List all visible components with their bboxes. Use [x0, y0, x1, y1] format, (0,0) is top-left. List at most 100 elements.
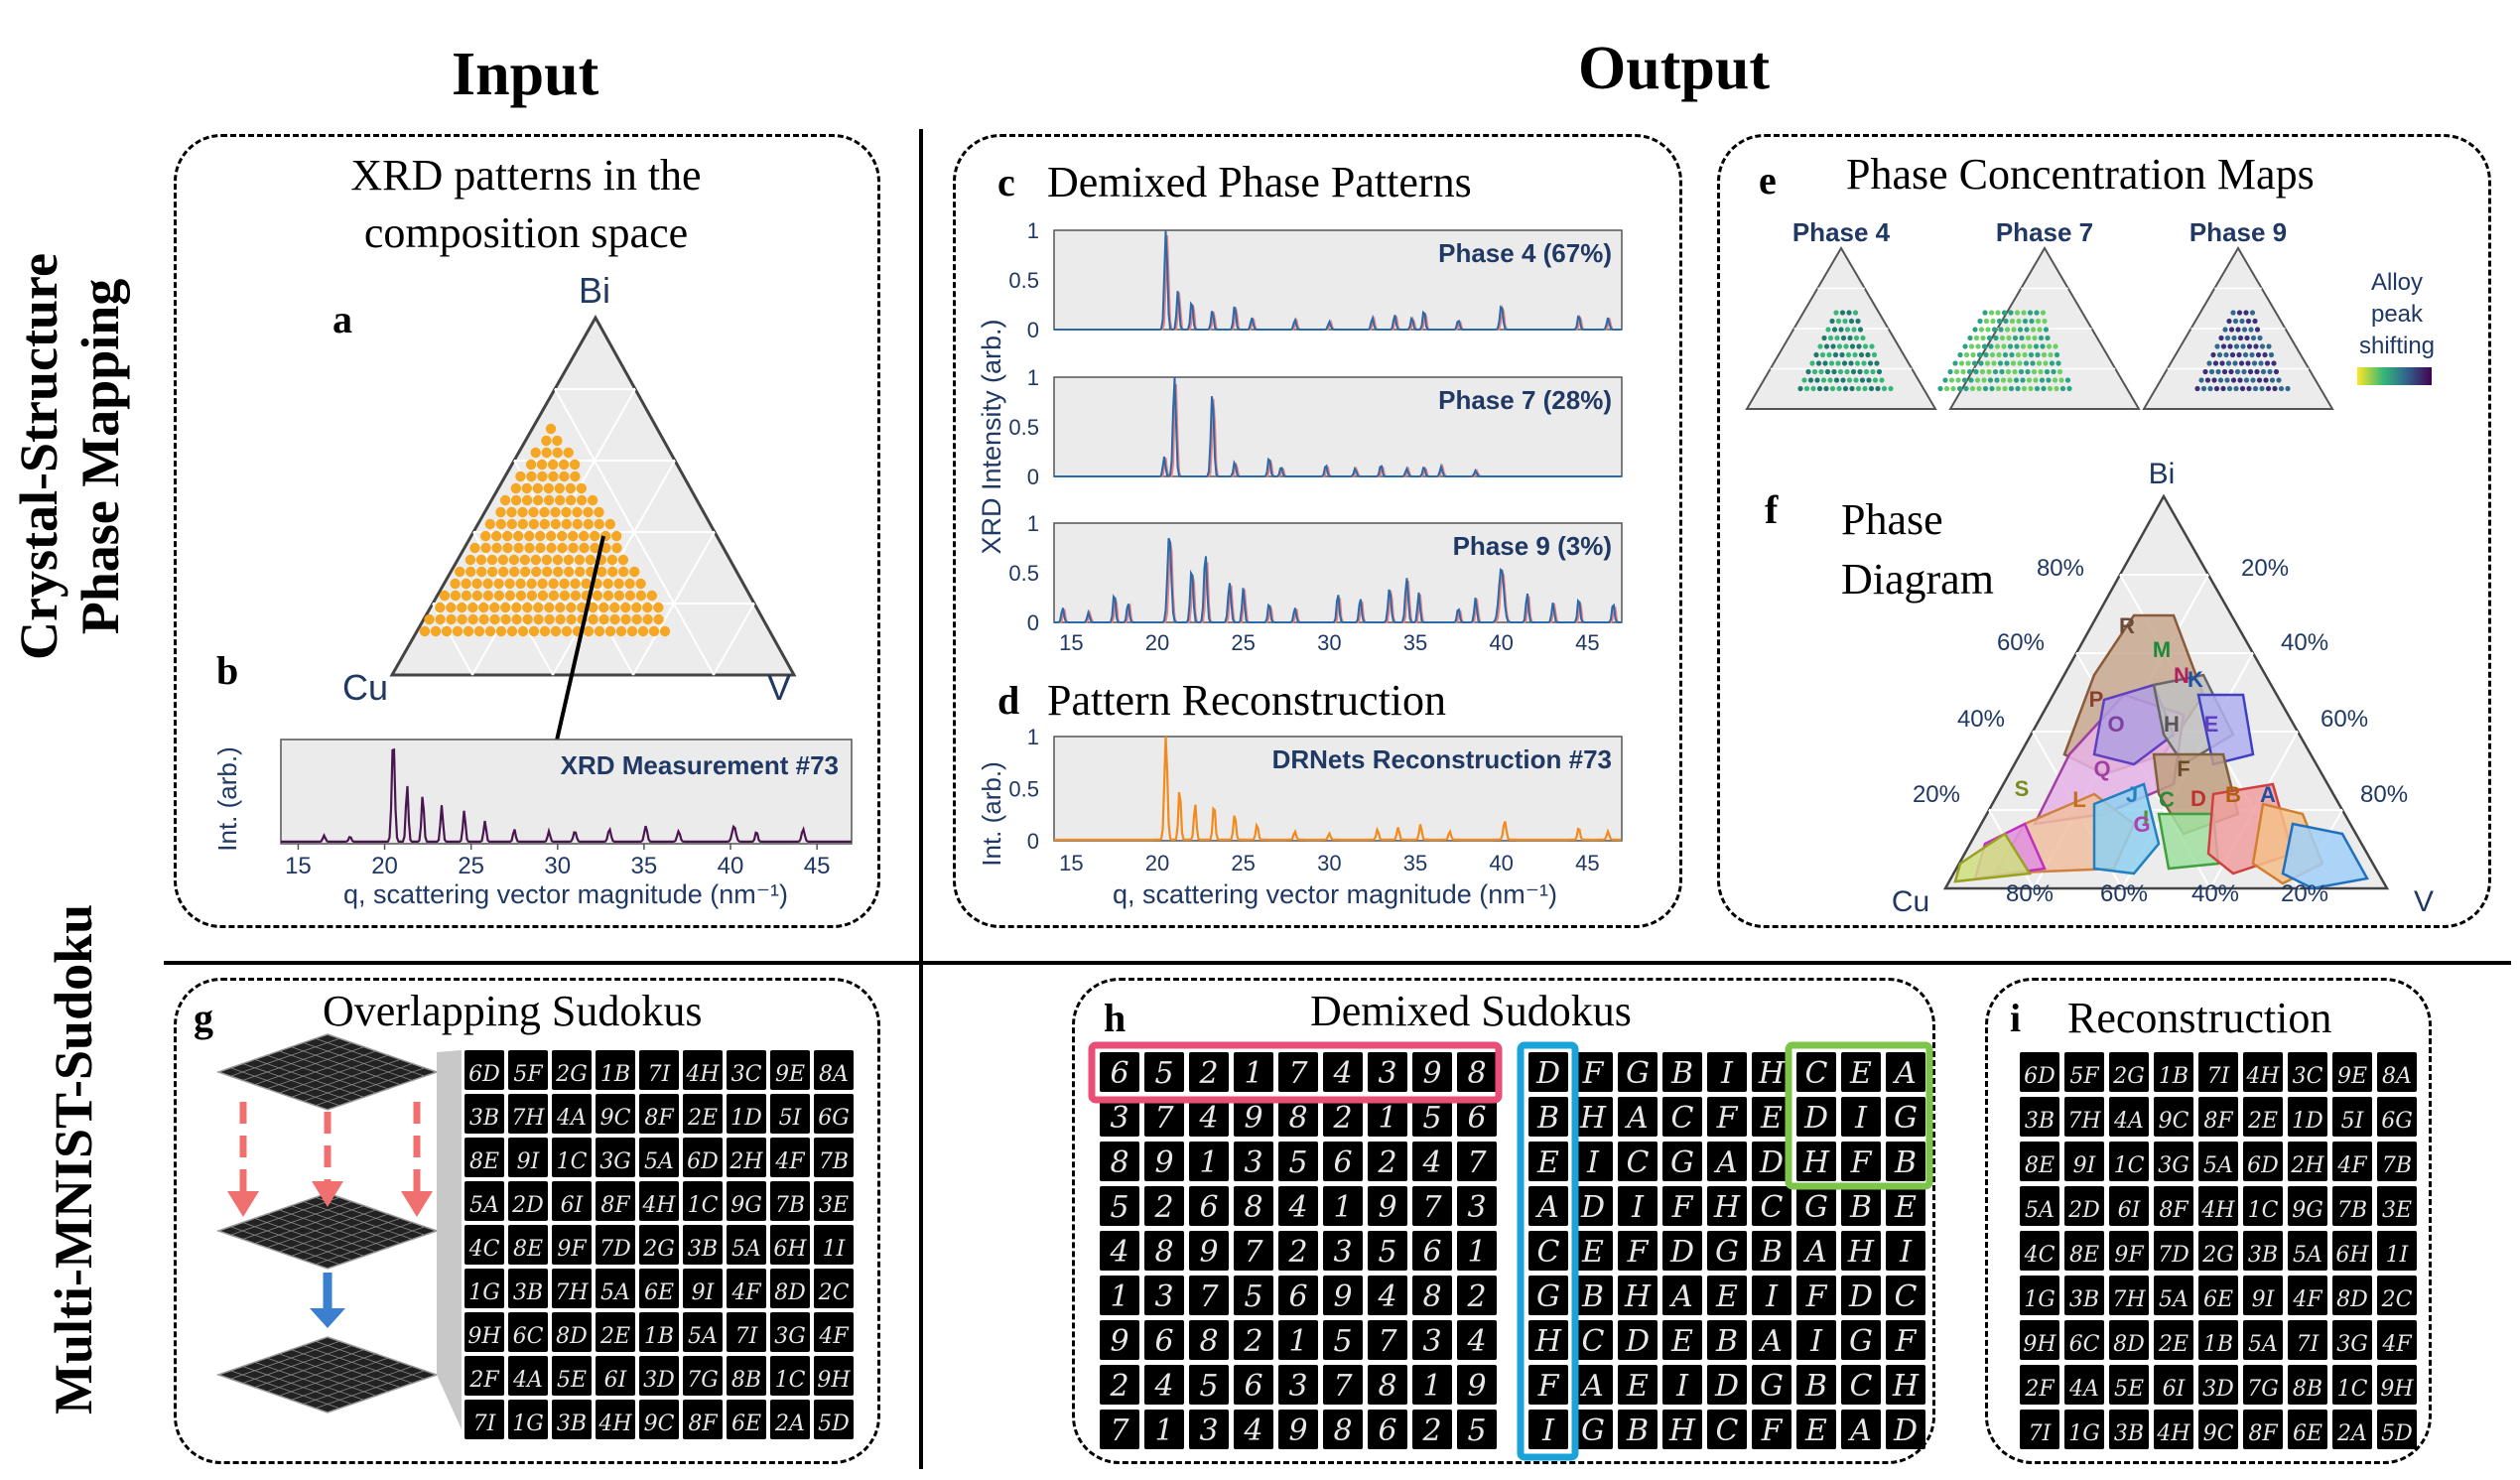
letter-sudoku-cell — [1528, 1142, 1568, 1181]
letter-sudoku-cell — [1707, 1142, 1747, 1181]
panel-input-box — [174, 134, 880, 928]
colorbar — [2357, 367, 2432, 385]
digit-sudoku-glyph: 2 — [1153, 1190, 1173, 1225]
map-dot — [2027, 310, 2034, 316]
map-phase-name: Phase 7 — [1996, 217, 2093, 247]
map-dot — [1958, 360, 1965, 366]
map-dot — [1977, 318, 1983, 325]
recon-sudoku-cell — [2109, 1052, 2149, 1092]
map-dot — [1858, 351, 1865, 358]
map-dot — [2215, 368, 2221, 375]
recon-sudoku-glyph: 7I — [2207, 1064, 2231, 1089]
map-dot — [1831, 368, 1837, 375]
recon-sudoku-glyph: 6I — [2163, 1377, 2187, 1402]
map-dot — [1984, 360, 1991, 366]
map-dot — [2029, 318, 2035, 325]
recon-sudoku-cell — [2377, 1276, 2417, 1315]
digit-sudoku-cell — [1368, 1052, 1407, 1092]
overlap-sudoku-cell — [814, 1181, 854, 1221]
map-dot — [1888, 385, 1894, 392]
map-dot — [2033, 343, 2040, 349]
letter-sudoku-glyph: D — [1625, 1324, 1650, 1359]
digit-sudoku-cell — [1368, 1231, 1407, 1271]
letter-sudoku-cell — [1528, 1410, 1568, 1449]
letter-sudoku-cell — [1886, 1410, 1925, 1449]
letter-sudoku-glyph: E — [1626, 1369, 1649, 1404]
digit-sudoku-cell — [1323, 1320, 1363, 1360]
recon-sudoku-cell — [2020, 1320, 2059, 1360]
overlap-sudoku-glyph: 3G — [774, 1324, 806, 1349]
digit-sudoku-glyph: 7 — [1288, 1056, 1308, 1091]
digit-sudoku-cell — [1189, 1097, 1229, 1137]
xrd-b-tick: 30 — [544, 853, 571, 879]
overlap-sudoku-glyph: 5E — [557, 1368, 587, 1393]
d-title: Pattern Reconstruction — [1047, 676, 1447, 725]
digit-sudoku-glyph: 1 — [1244, 1056, 1262, 1091]
letter-sudoku-cell — [1886, 1276, 1925, 1315]
letter-sudoku-glyph: I — [1899, 1235, 1913, 1270]
digit-sudoku-glyph: 5 — [1333, 1324, 1352, 1359]
recon-sudoku-cell — [2198, 1320, 2238, 1360]
digit-sudoku-glyph: 1 — [1467, 1235, 1486, 1270]
letter-sudoku-glyph: B — [1670, 1056, 1693, 1091]
letter-sudoku-cell — [1528, 1365, 1568, 1405]
recon-sudoku-cell — [2154, 1320, 2193, 1360]
overlap-sudoku-cell — [639, 1094, 679, 1134]
panel-letter-f: f — [1765, 487, 1779, 532]
recon-sudoku-cell — [2154, 1186, 2193, 1226]
digit-sudoku-glyph: 9 — [1154, 1145, 1173, 1180]
map-dot — [2264, 360, 2271, 366]
overlap-sudoku-glyph: 8E — [513, 1237, 543, 1262]
map-dot — [2246, 343, 2253, 349]
map-dot — [2021, 385, 2028, 392]
overlap-sudoku-glyph: 4F — [730, 1280, 761, 1305]
map-dot — [2025, 368, 2031, 375]
recon-sudoku-cell — [2332, 1276, 2372, 1315]
map-dot — [2208, 368, 2215, 375]
map-dot — [2058, 377, 2064, 383]
overlap-sudoku-cell — [464, 1400, 504, 1439]
panel-letter-c: c — [997, 160, 1015, 204]
recon-sudoku-glyph: 6H — [2335, 1243, 2369, 1268]
phase-region-label: R — [2119, 613, 2135, 638]
map-dot — [1976, 385, 1982, 392]
letter-sudoku-cell — [1707, 1276, 1747, 1315]
pd-bottom-tick: 60% — [2100, 880, 2148, 907]
map-dot — [2041, 385, 2047, 392]
xrd-c-ytick: 0 — [1027, 318, 1039, 342]
map-dot — [2034, 385, 2041, 392]
digit-sudoku-cell — [1457, 1410, 1497, 1449]
map-dot — [2228, 368, 2234, 375]
panel-cd-box — [953, 134, 1682, 928]
map-dot — [1857, 327, 1864, 333]
pd-left-tick: 40% — [1957, 706, 2005, 733]
map-dot — [1839, 351, 1845, 358]
pd-left-tick: 80% — [2037, 555, 2084, 582]
map-dot — [2012, 368, 2018, 375]
map-dot — [1811, 368, 1818, 375]
recon-sudoku-glyph: 3B — [2025, 1109, 2055, 1134]
map-dot — [2040, 310, 2047, 316]
digit-sudoku-cell — [1278, 1231, 1318, 1271]
overlap-sudoku-glyph: 5A — [600, 1280, 630, 1305]
letter-sudoku-cell — [1841, 1052, 1881, 1092]
map-dot — [2252, 318, 2258, 325]
recon-sudoku-glyph: 4H — [2156, 1421, 2190, 1446]
overlap-sudoku-cell — [552, 1269, 592, 1308]
map-dot — [2028, 385, 2034, 392]
letter-sudoku-cell — [1618, 1365, 1658, 1405]
letter-sudoku-glyph: A — [1713, 1145, 1738, 1180]
map-dot — [2008, 310, 2014, 316]
xrd-d-ytick: 1 — [1027, 725, 1039, 749]
letter-sudoku-glyph: E — [1760, 1101, 1783, 1136]
xrd-c-ytick: 0 — [1027, 465, 1039, 489]
overlap-sudoku-glyph: 1B — [644, 1324, 674, 1349]
map-dot — [1842, 318, 1848, 325]
map-dot — [2038, 368, 2044, 375]
recon-sudoku-glyph: 8D — [2336, 1287, 2368, 1312]
digit-sudoku-glyph: 1 — [1199, 1145, 1218, 1180]
map-dot — [1834, 335, 1840, 341]
panel-ef-box — [1717, 134, 2491, 928]
map-dot — [2262, 351, 2268, 358]
